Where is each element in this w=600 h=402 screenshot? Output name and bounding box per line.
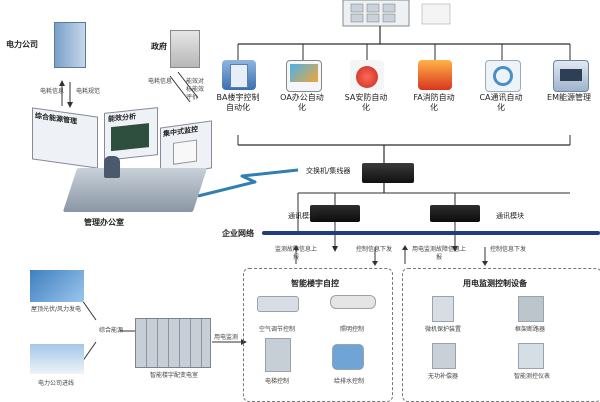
system-fa-label: FA消防自动化 [413,93,455,112]
water-pump-icon [332,344,364,370]
compensator-icon [432,343,456,369]
distribution-room-label: 智能楼宇配变电室 [149,372,198,379]
power-company-building-icon [54,22,86,68]
comm-module-1[interactable] [310,205,360,222]
system-em[interactable]: EM能源管理 [547,60,591,138]
gov-tag-left: 电耗信息 [148,78,173,85]
grid-label: 电力公司进线 [37,380,74,387]
system-oa-label: OA办公自动化 [280,93,324,112]
meter-icon [518,343,544,369]
power-item-compensator: 无功补偿器 [427,373,458,380]
network-switch[interactable] [362,163,414,183]
system-ba-label: BA楼宇控制自动化 [216,93,260,112]
trend-chart-icon [111,123,149,152]
backbone-label: 企业网络 [222,229,254,238]
usage-tag: 用电监测 [214,334,239,341]
smart-item-water: 给排水控制 [333,378,364,385]
oa-monitor-icon [286,60,322,92]
air-conditioner-icon [257,296,299,312]
gov-tag-right: 能效对标能效评价 [186,78,205,101]
breaker-icon [518,296,544,322]
fa-fire-icon [418,60,452,90]
power-item-breaker: 框架断路器 [514,326,545,333]
power-company-label: 电力公司 [6,40,38,49]
comm-module-2-label: 通讯模块 [496,212,524,220]
system-fa[interactable]: FA消防自动化 [413,60,455,138]
left-up-label: 监测故障信息上报 [274,246,317,261]
power-area-title: 用电监测控制设备 [463,279,527,288]
mgmt-box-efficiency[interactable]: 能效分析 [104,107,158,161]
mgmt-box-energy[interactable]: 综合能源管理 [32,107,98,169]
lighting-bulb-icon [330,295,376,309]
smart-item-elevator: 电梯控制 [264,378,289,385]
system-ca[interactable]: CA通讯自动化 [479,60,523,138]
system-oa[interactable]: OA办公自动化 [280,60,324,138]
mgmt-box-efficiency-label: 能效分析 [108,112,136,124]
enterprise-backbone [262,231,600,235]
office-label: 管理办公室 [84,218,124,227]
smart-item-ac: 空气调节控制 [258,326,295,333]
government-building-icon [170,30,200,68]
left-down-label: 控制信息下发 [355,246,392,253]
energy-tag: 综合能源 [98,327,123,334]
system-sa[interactable]: SA安防自动化 [345,60,387,138]
smart-area-title: 智能楼宇自控 [291,279,339,288]
system-ba[interactable]: BA楼宇控制自动化 [217,60,259,138]
switchgear-cabinets-icon [135,318,211,368]
power-tower-icon [30,344,84,374]
ca-communication-icon [485,60,521,92]
wireless-link-bolt [197,168,299,198]
smart-item-light: 照明控制 [339,326,364,333]
sa-security-icon [350,60,384,90]
protection-device-icon [432,296,454,322]
office-desk [62,168,208,212]
elevator-icon [265,338,291,372]
power-tag-left: 电耗信息 [40,88,65,95]
right-down-label: 控制信息下发 [489,246,526,253]
system-sa-label: SA安防自动化 [344,93,388,112]
comm-module-2[interactable] [430,205,480,222]
government-label: 政府 [151,42,167,51]
power-item-protection: 微机保护装置 [424,326,461,333]
mgmt-box-energy-label: 综合能源管理 [35,111,77,126]
comm-module-1-caption: 通讯模块 [288,212,316,220]
mgmt-box-monitor-label: 集中式监控 [163,125,198,139]
right-up-label: 用电监测故障信息上报 [411,246,466,261]
server-building [342,0,451,27]
solar-panel-icon [30,270,84,302]
server-box-icon [173,139,197,165]
system-em-label: EM能源管理 [547,93,591,102]
power-tag-right: 电耗规范 [76,88,101,95]
solar-label: 屋顶光伏/风力发电 [30,306,82,313]
operator-person-icon [104,156,120,178]
power-item-meter: 智能测控仪表 [513,373,550,380]
ba-building-icon [222,60,256,90]
em-energy-icon [553,60,589,92]
switch-label: 交换机/集线器 [306,167,351,175]
system-ca-label: CA通讯自动化 [479,93,523,112]
